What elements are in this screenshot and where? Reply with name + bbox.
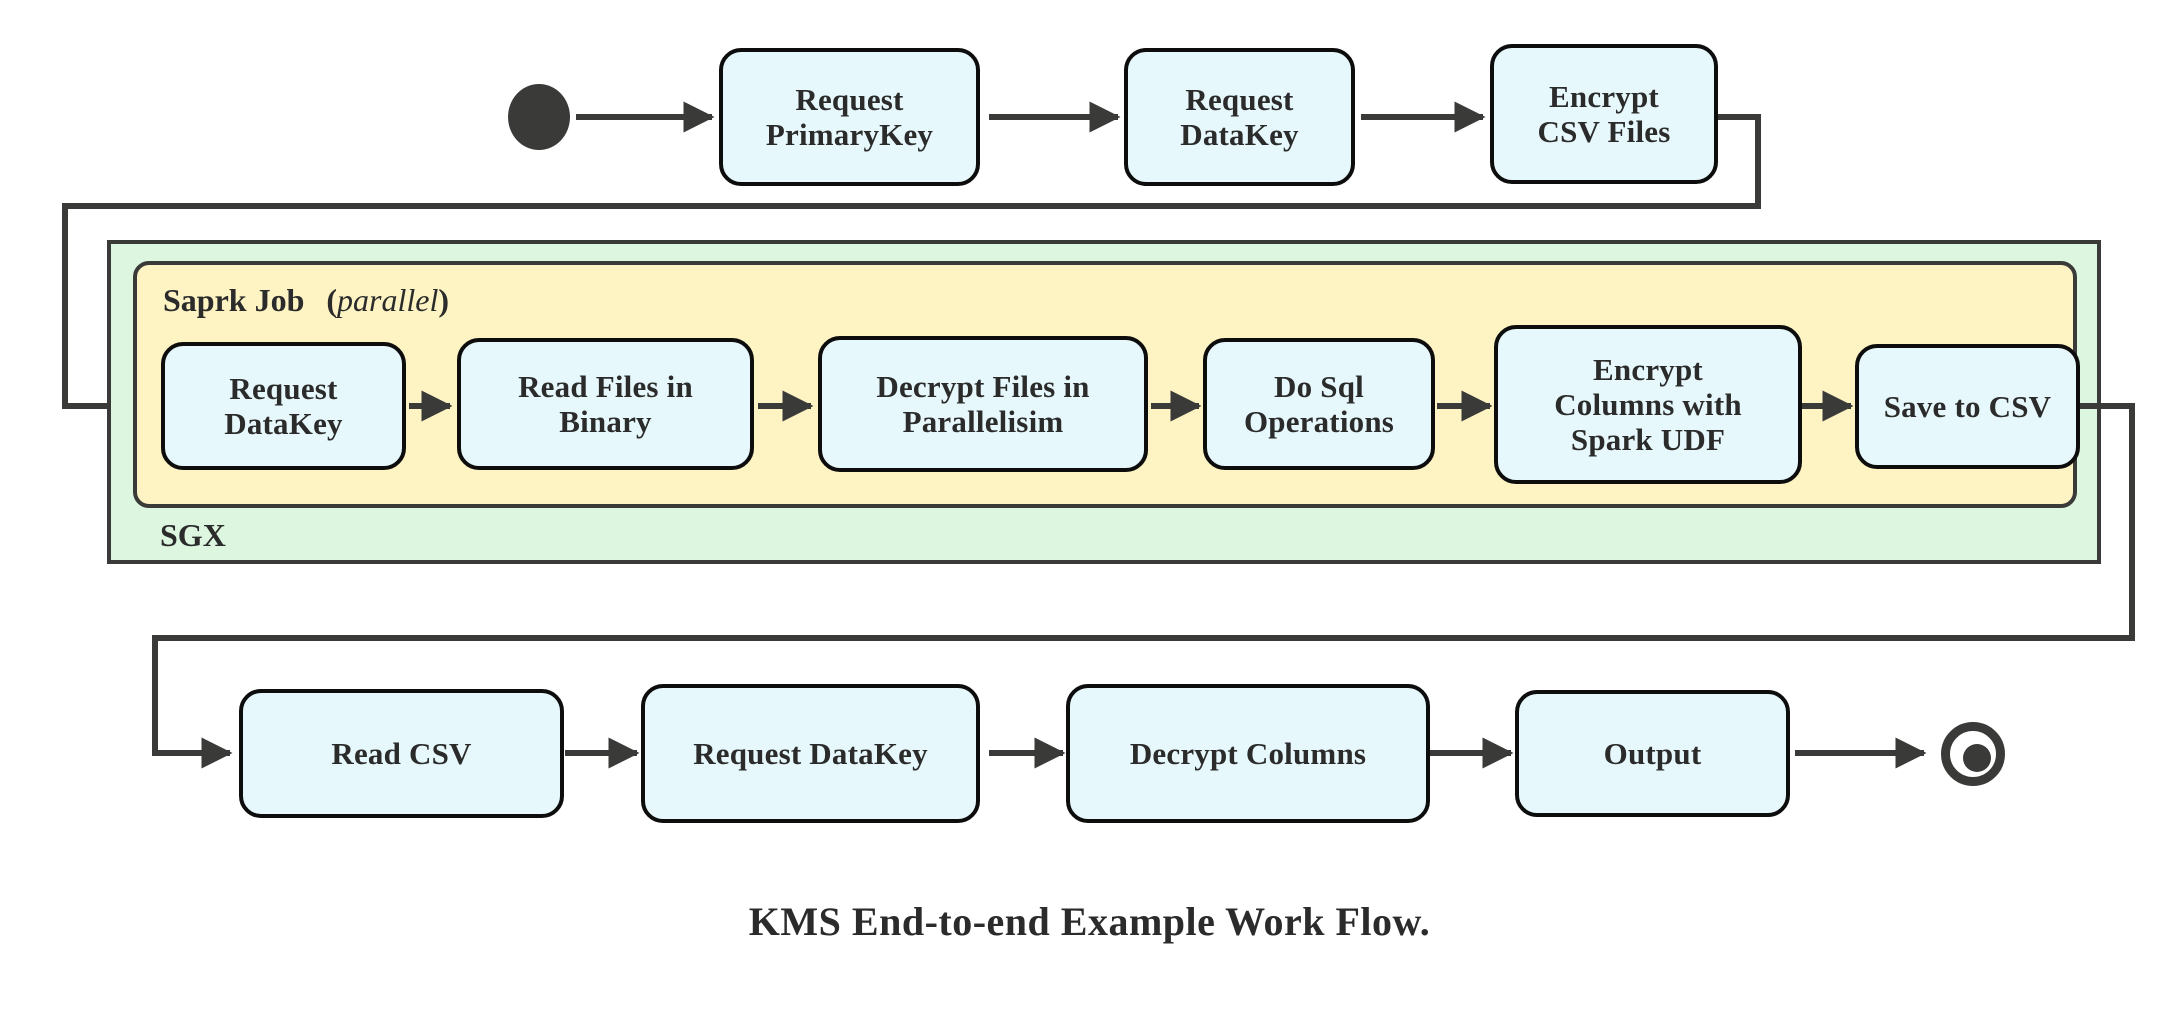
node-label-line1: Read Files in xyxy=(518,368,693,404)
diagram-caption: KMS End-to-end Example Work Flow. xyxy=(748,899,1431,944)
node-encrypt-columns-with-spark-udf[interactable]: Encrypt Columns with Spark UDF xyxy=(1494,325,1802,484)
node-request-primarykey[interactable]: Request PrimaryKey xyxy=(719,48,980,186)
node-label-line2: Columns with xyxy=(1554,386,1742,422)
node-label-line1: Encrypt xyxy=(1549,78,1659,114)
spark-job-modifier-close: ) xyxy=(438,282,450,318)
node-label-line1: Read CSV xyxy=(331,735,472,771)
node-label-line1: Request xyxy=(1185,81,1294,117)
node-label-line1: Request xyxy=(229,370,338,406)
node-decrypt-columns[interactable]: Decrypt Columns xyxy=(1066,684,1430,823)
node-request-datakey-spark[interactable]: Request DataKey xyxy=(161,342,406,470)
node-label-line2: PrimaryKey xyxy=(765,117,934,152)
node-label-line1: Save to CSV xyxy=(1883,388,2052,424)
node-label-line1: Encrypt xyxy=(1593,351,1703,387)
node-label-line1: Decrypt Columns xyxy=(1129,735,1367,771)
node-output[interactable]: Output xyxy=(1515,690,1790,817)
node-label-line2: CSV Files xyxy=(1537,114,1671,149)
node-label-line1: Output xyxy=(1603,735,1702,771)
node-request-datakey-top[interactable]: Request DataKey xyxy=(1124,48,1355,186)
node-label-line2: DataKey xyxy=(1180,117,1299,152)
node-read-files-in-binary[interactable]: Read Files in Binary xyxy=(457,338,754,470)
node-request-datakey-bottom[interactable]: Request DataKey xyxy=(641,684,980,823)
node-label-line2: Parallelisim xyxy=(902,404,1064,439)
node-read-csv[interactable]: Read CSV xyxy=(239,689,564,818)
spark-job-container-label: Saprk Job (parallel) xyxy=(163,282,449,319)
spark-job-modifier: parallel xyxy=(337,282,439,318)
end-node xyxy=(1941,722,2005,786)
node-label-line2: DataKey xyxy=(224,406,343,441)
spark-job-title: Saprk Job xyxy=(163,282,305,318)
node-save-to-csv[interactable]: Save to CSV xyxy=(1855,344,2080,469)
end-node-inner-dot xyxy=(1963,744,1991,772)
spark-job-modifier-open: ( xyxy=(326,282,338,318)
node-label-line3: Spark UDF xyxy=(1570,422,1726,458)
node-decrypt-files-in-parallelisim[interactable]: Decrypt Files in Parallelisim xyxy=(818,336,1148,472)
node-do-sql-operations[interactable]: Do Sql Operations xyxy=(1203,338,1435,470)
node-label-line1: Request DataKey xyxy=(693,735,928,771)
node-encrypt-csv-files[interactable]: Encrypt CSV Files xyxy=(1490,44,1718,184)
node-label-line1: Request xyxy=(795,81,904,117)
sgx-container-label: SGX xyxy=(160,517,226,553)
node-label-line2: Binary xyxy=(559,404,652,439)
start-node xyxy=(508,84,570,150)
node-label-line1: Do Sql xyxy=(1274,368,1364,404)
node-label-line2: Operations xyxy=(1243,404,1395,439)
node-label-line1: Decrypt Files in xyxy=(876,368,1090,404)
